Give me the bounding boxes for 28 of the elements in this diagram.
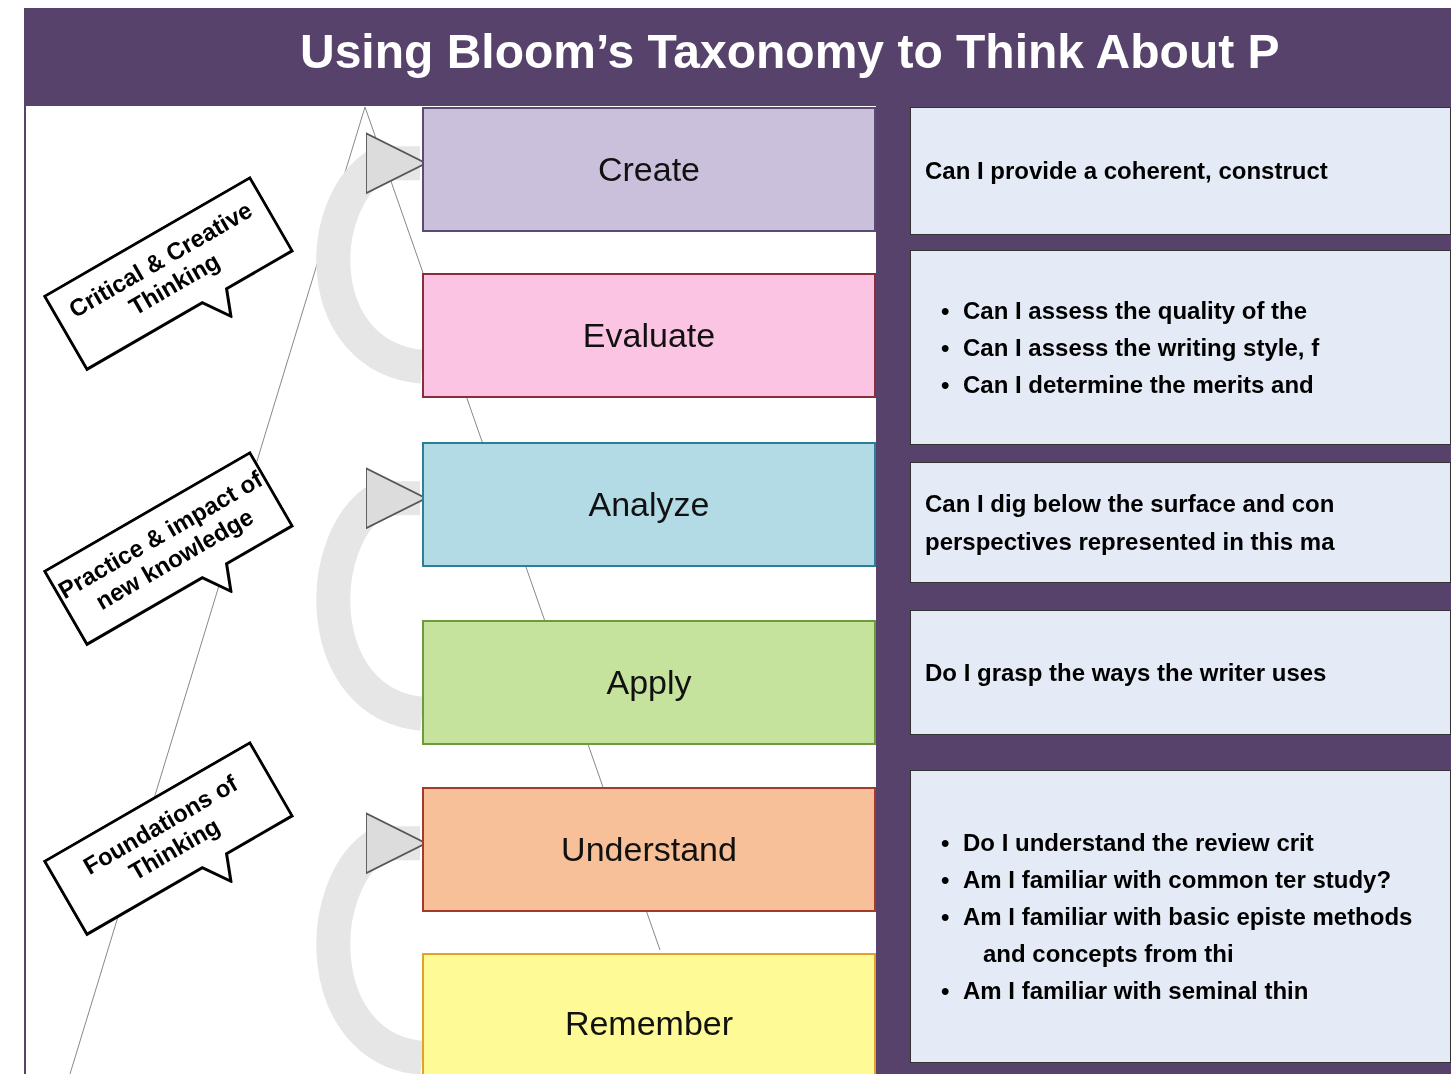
bullet-item: • Am I familiar with common ter study? — [940, 864, 1393, 895]
bullet-item: • Am I familiar with seminal thin — [940, 976, 1310, 1007]
bullet-item: • Can I assess the quality of the — [940, 295, 1309, 326]
level-label: Apply — [606, 663, 692, 702]
level-label: Analyze — [588, 485, 710, 524]
question-box — [910, 250, 1451, 445]
level-box — [422, 953, 876, 1074]
level-label: Create — [597, 150, 701, 189]
level-label: Understand — [561, 830, 737, 869]
question-text: Can I dig below the surface and con perspectives represented in this ma — [925, 489, 1336, 557]
question-box — [910, 107, 1451, 235]
level-box — [422, 787, 876, 912]
bullet-item: • Can I assess the writing style, f — [940, 332, 1321, 363]
level-label: Evaluate — [582, 316, 716, 355]
bullet-item: • Am I familiar with basic episte methods and concepts from thi — [940, 901, 1414, 970]
level-box — [422, 442, 876, 567]
level-label: Remember — [564, 1003, 734, 1043]
question-box — [910, 462, 1451, 583]
bullet-item: • Can I determine the merits and — [940, 370, 1315, 401]
question-text: Do I grasp the ways the writer uses — [925, 657, 1328, 688]
bullet-item: • Do I understand the review crit — [940, 827, 1315, 858]
level-box — [422, 273, 876, 398]
title: Using Bloom’s Taxonomy to Think About P — [300, 24, 1280, 79]
question-box — [910, 610, 1451, 735]
level-box — [422, 107, 876, 232]
question-box — [910, 770, 1451, 1063]
level-box — [422, 620, 876, 745]
question-text: Can I provide a coherent, construct — [925, 156, 1329, 187]
